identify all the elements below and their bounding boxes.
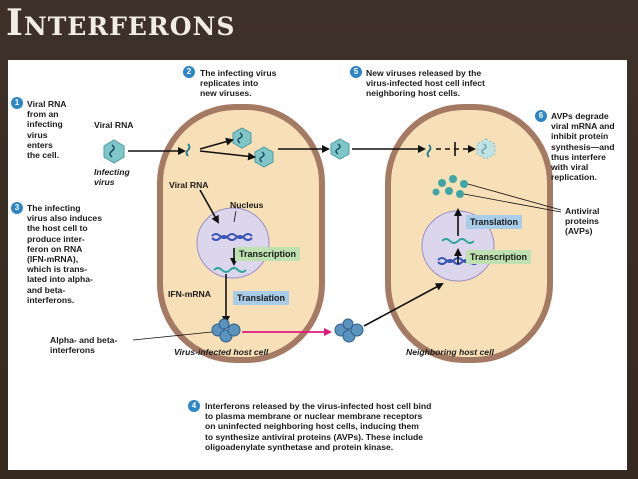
mrna-squiggle-right: [441, 238, 475, 244]
viral-rna-entering: [185, 143, 191, 157]
nucleus-label: Nucleus: [230, 200, 264, 210]
step-6-text: AVPs degrade viral mRNA and inhibit prot…: [551, 111, 615, 183]
diagram-panel: 1 2 3 4 5 6 Viral RNA from an infecting …: [8, 60, 627, 470]
step-6-number: 6: [535, 110, 547, 122]
avp-cluster: [432, 175, 468, 198]
arrow-interferon-bind: [363, 283, 444, 327]
step-1-number: 1: [11, 97, 23, 109]
viral-rna-neighbor: [426, 144, 432, 158]
ifn-mrna-label: IFN-mRNA: [168, 289, 211, 299]
step-4-number: 4: [188, 400, 200, 412]
translation-right-box: Translation: [466, 215, 523, 229]
infecting-virus: [103, 139, 125, 164]
step-2-text: The infecting virus replicates into new …: [200, 68, 277, 99]
nucleus-pointer: [233, 210, 237, 223]
interferon-outside: [334, 318, 364, 343]
arrow-viral-rna-nucleus: [199, 189, 219, 224]
transcription-right-box: Transcription: [466, 250, 532, 264]
step-2-number: 2: [183, 66, 195, 78]
transcription-left-box: Transcription: [235, 247, 301, 261]
step-1-text: Viral RNA from an infecting virus enters…: [27, 99, 67, 161]
step-5-text: New viruses released by the virus-infect…: [366, 68, 485, 99]
arrow-replicate-1: [199, 137, 234, 150]
virus-blocked: [476, 138, 496, 160]
ifn-mrna-squiggle: [213, 267, 247, 273]
step-4-text: Interferons released by the virus-infect…: [205, 401, 432, 452]
virus-released: [330, 138, 350, 160]
neighboring-cell-label: Neighboring host cell: [406, 347, 494, 357]
antiviral-proteins-label: Antiviral proteins (AVPs): [565, 206, 600, 237]
virus-replicated-2: [254, 146, 274, 168]
infecting-virus-label: Infecting virus: [94, 167, 130, 187]
viral-rna-outside-label: Viral RNA: [94, 120, 134, 130]
step-3-number: 3: [11, 202, 23, 214]
arrow-replicate-2: [199, 150, 256, 161]
alpha-beta-label: Alpha- and beta- interferons: [50, 335, 118, 356]
dna-helix-left: [211, 233, 253, 241]
step-5-number: 5: [350, 66, 362, 78]
virus-replicated-1: [232, 127, 252, 149]
slide-title: Interferons: [6, 2, 236, 44]
avp-pointer-2: [463, 193, 562, 213]
step-3-text: The infecting virus also induces the hos…: [27, 203, 102, 305]
avp-pointer-1: [467, 183, 562, 211]
infected-cell-label: Virus-infected host cell: [174, 347, 269, 357]
interferon-inside: [211, 318, 241, 343]
viral-rna-inside-label: Viral RNA: [169, 180, 209, 190]
interferon-pointer: [132, 331, 213, 341]
translation-left-box: Translation: [233, 291, 290, 305]
